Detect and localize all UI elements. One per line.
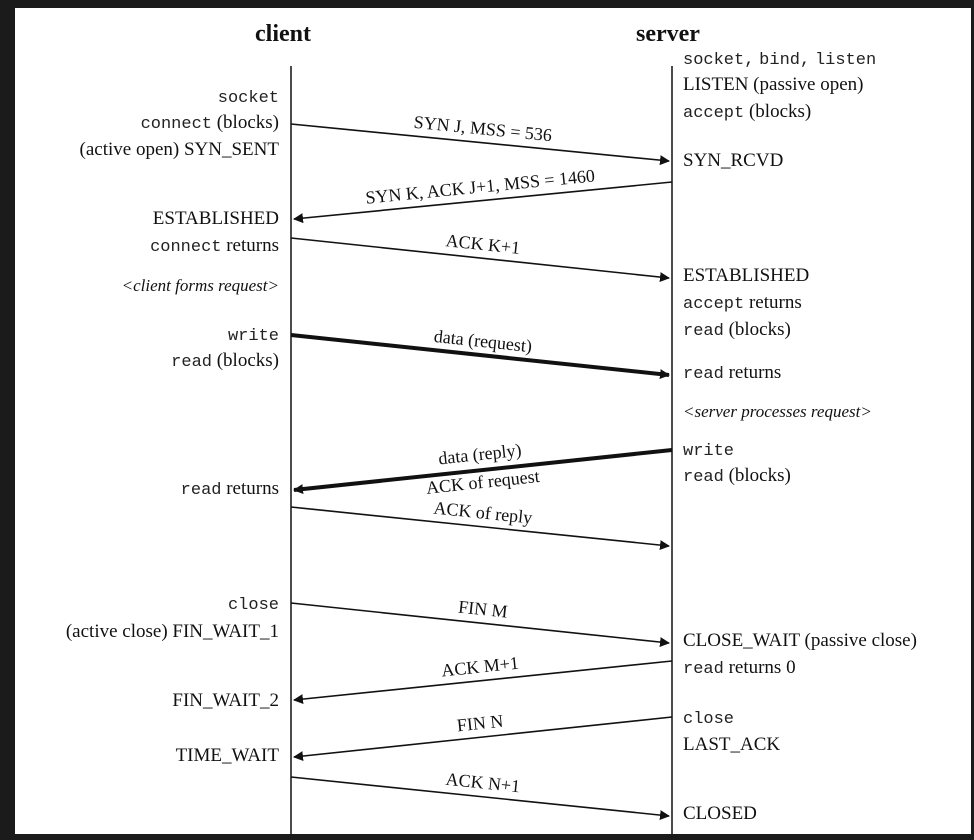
label-s2: LISTEN (passive open) (683, 74, 863, 95)
label-s4: SYN_RCVD (683, 150, 783, 171)
segment-arrow-m5 (293, 448, 673, 495)
label-s1: socket, bind, listen (683, 48, 876, 70)
label-s16: CLOSED (683, 803, 757, 824)
segment-arrow-m8 (293, 660, 673, 705)
segment-label-m10: ACK N+1 (445, 769, 521, 797)
label-s9: <server processes request> (683, 402, 872, 421)
segment-label-m8: ACK M+1 (440, 653, 519, 681)
label-s12: CLOSE_WAIT (passive close) (683, 630, 917, 651)
label-s10: write (683, 442, 734, 461)
segment-arrow-m10 (290, 776, 670, 821)
segment-arrow-m9 (293, 716, 673, 762)
segment-arrow-m3 (290, 237, 670, 283)
label-s8: read returns (683, 362, 781, 384)
segment-label-m9: FIN N (456, 711, 504, 736)
segment-arrow-m6 (290, 506, 670, 551)
label-s14: close (683, 710, 734, 729)
segment-arrow-m1 (290, 123, 670, 166)
label-c8: read (blocks) (171, 350, 279, 372)
tcp-sequence-diagram: client server socket connect (blocks) (act… (66, 21, 917, 834)
segment-label-m5-1: data (reply) (437, 440, 522, 470)
segment-label-m3: ACK K+1 (445, 230, 521, 258)
segment-arrow-m4 (290, 333, 670, 380)
segment-label-m1: SYN J, MSS = 536 (413, 112, 553, 145)
label-c10: close (228, 596, 279, 615)
label-s15: LAST_ACK (683, 734, 780, 755)
client-labels: socket connect (blocks) (active open) SYN_… (66, 89, 280, 766)
label-s3: accept (blocks) (683, 101, 811, 123)
segment-label-m7: FIN M (457, 597, 508, 622)
label-s7: read (blocks) (683, 319, 791, 341)
server-header: server (636, 21, 700, 47)
label-s13: read returns 0 (683, 657, 796, 679)
label-c4: ESTABLISHED (153, 208, 279, 229)
label-s11: read (blocks) (683, 465, 791, 487)
label-c7: write (228, 327, 279, 346)
segment-arrow-m2 (293, 181, 673, 224)
label-c5: connect returns (150, 235, 279, 257)
label-s6: accept returns (683, 292, 802, 314)
label-c1: socket (218, 89, 279, 108)
label-s5: ESTABLISHED (683, 265, 809, 286)
label-c3: (active open) SYN_SENT (80, 139, 280, 160)
label-c13: TIME_WAIT (176, 745, 280, 766)
diagram-panel: client server socket connect (blocks) (act… (15, 8, 971, 834)
label-c9: read returns (181, 478, 279, 500)
label-c2: connect (blocks) (141, 112, 279, 134)
label-c6: <client forms request> (122, 276, 279, 295)
client-header: client (255, 21, 311, 47)
label-c12: FIN_WAIT_2 (172, 690, 279, 711)
label-c11: (active close) FIN_WAIT_1 (66, 621, 279, 642)
segment-arrow-m7 (290, 602, 670, 648)
